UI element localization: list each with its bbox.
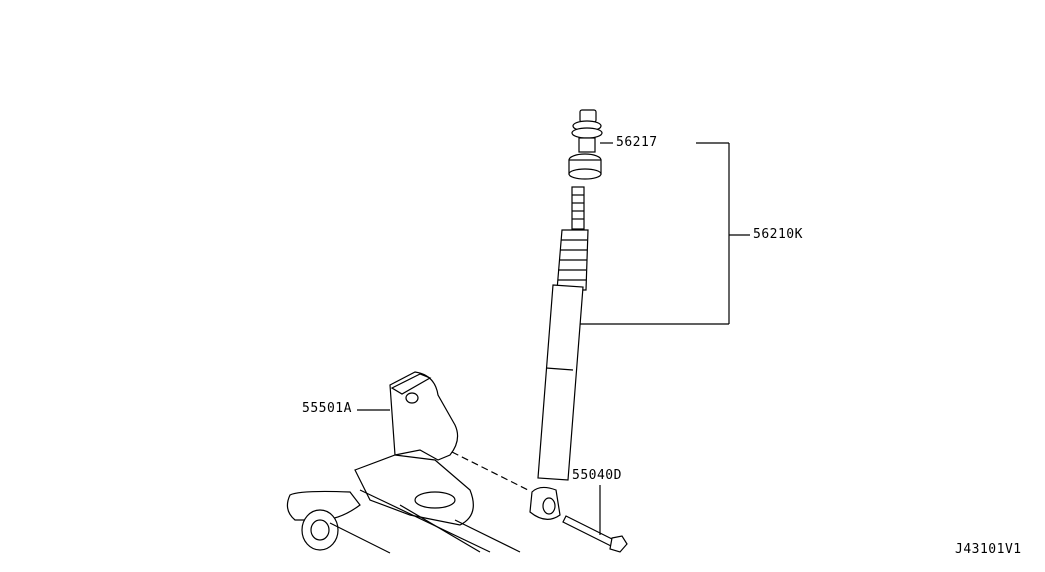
shock-mount-bushing-drawing [568, 109, 603, 180]
leader-lines [357, 142, 750, 535]
part-label-55501a[interactable]: 55501A [302, 401, 352, 416]
shock-absorber-drawing [529, 186, 589, 520]
part-label-55040d[interactable]: 55040D [572, 468, 622, 483]
bolt-drawing [562, 515, 628, 553]
part-label-56210k[interactable]: 56210K [753, 227, 803, 242]
axle-bracket-drawing [286, 371, 521, 554]
diagram-code: J43101V1 [955, 542, 1022, 557]
part-label-56217[interactable]: 56217 [616, 135, 658, 150]
